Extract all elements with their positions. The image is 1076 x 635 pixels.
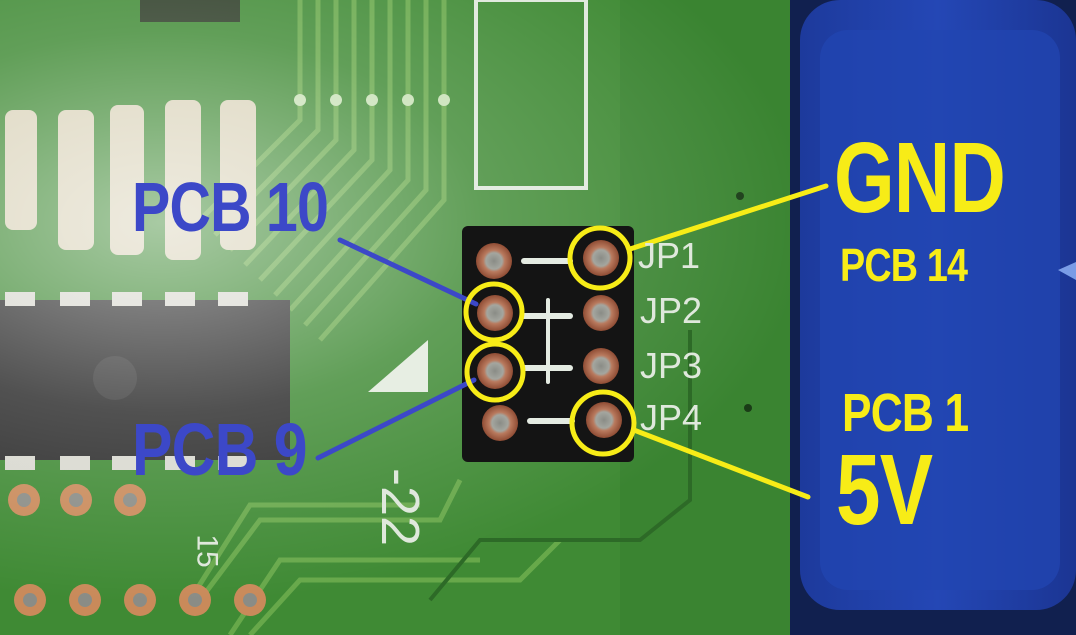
gnd-circle [567,225,633,291]
pin-jp4-right [586,402,622,438]
pin-jp2-left [477,295,513,331]
pin-jp3-left [477,353,513,389]
pin-jp1-right [583,240,619,276]
jumper-bridges [521,258,575,424]
label-pcb14: PCB 14 [840,239,968,291]
silkscreen-chip-pin: 15 [190,534,224,568]
label-pcb1: PCB 1 [842,383,969,443]
pin-jp3-right [583,348,619,384]
label-pcb10: PCB 10 [132,168,329,246]
highlight-circles [463,225,637,457]
pin-jp1-left [476,243,512,279]
blue-connector [790,0,1076,635]
label-gnd: GND [834,122,1006,234]
annotation-lines [315,183,829,500]
5v-circle [569,389,637,457]
gnd-leader [627,183,829,252]
pcb9-leader [315,377,477,461]
triangle-marker-icon [368,340,428,392]
right-trace [428,330,692,602]
pin-jp4-left [482,405,518,441]
pcb9-circle [464,341,526,403]
silkscreen-jp3: JP3 [640,345,703,386]
silkscreen-jp1: JP1 [638,235,701,276]
5v-leader [631,427,811,500]
pin-jp2-right [583,295,619,331]
pcb10-leader [337,237,479,307]
label-pcb9: PCB 9 [132,408,307,491]
silkscreen-board-number: -22 [370,467,430,547]
pcb10-circle [463,281,525,343]
label-5v: 5V [836,434,933,546]
header-pins [476,240,622,441]
silkscreen-jp4: JP4 [640,397,703,438]
silkscreen-jp2: JP2 [640,290,703,331]
